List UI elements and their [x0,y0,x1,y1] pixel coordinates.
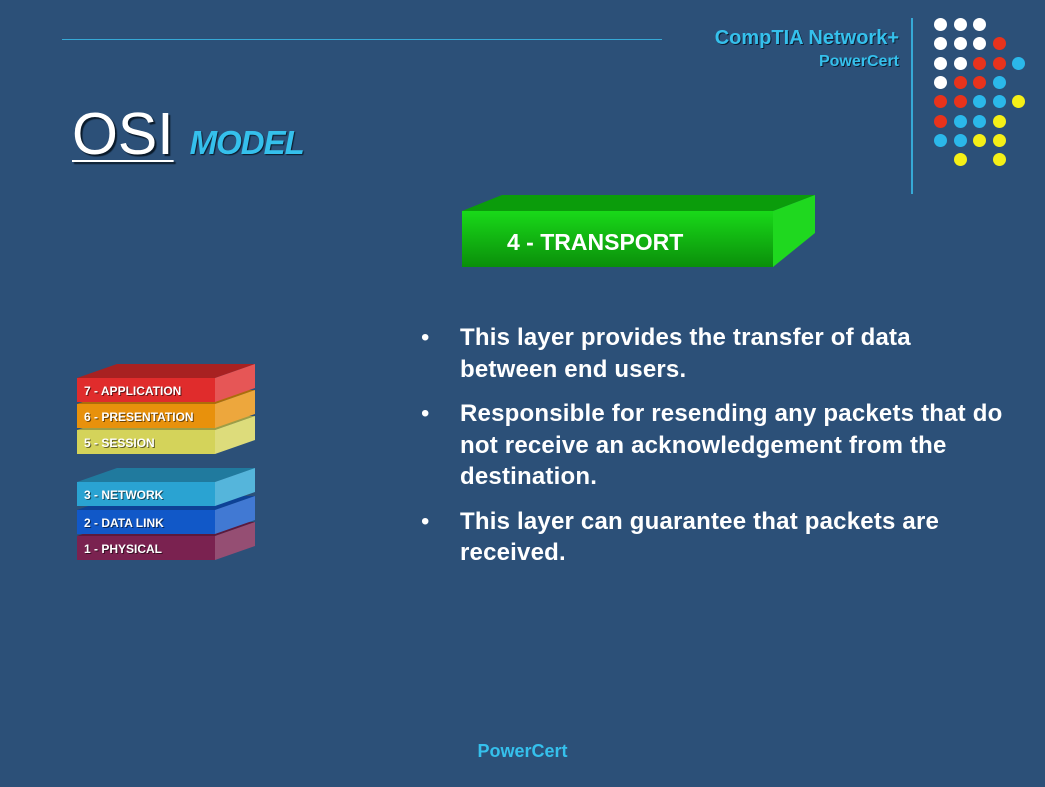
decorative-dot [973,133,986,147]
bullet-mark: • [421,400,430,427]
title-osi: OSI [72,101,174,167]
decorative-dot [953,56,967,70]
decorative-dot [934,133,947,147]
layer-label: 3 - NETWORK [84,488,164,502]
bullet-text: This layer can guarantee that packets ar… [460,507,940,567]
decorative-dot [953,18,967,31]
decorative-dot [973,95,986,109]
decorative-dot [934,75,947,89]
decorative-dot [973,75,986,89]
layer-slab-front [77,430,215,454]
decorative-dot [973,114,986,128]
layer-label: 6 - PRESENTATION [84,410,194,424]
decorative-dot [992,153,1006,167]
brand-title: CompTIA Network+ [714,27,899,49]
decorative-dot [992,75,1006,89]
bullet-item: • Responsible for resending any packets t… [421,398,1011,493]
layer-slab-side [215,496,255,534]
layer-slab-top [77,364,255,378]
decorative-dot [953,37,967,51]
decorative-dot [973,18,986,31]
decorative-dot [973,37,986,51]
top-rule [62,39,662,40]
osi-layer-stack: 7 - APPLICATION 6 - PRESENTATION 5 - SESSI… [76,360,258,566]
decorative-dot [934,18,947,31]
layer-slab-side [215,522,255,560]
layer-slab-front [77,536,215,560]
layer-label: 5 - SESSION [84,436,155,450]
decorative-dot [953,75,967,89]
bullet-mark: • [421,324,430,351]
layer-label: 7 - APPLICATION [84,384,182,398]
layer-slab-top [77,468,255,482]
decorative-dot [1012,95,1025,109]
bullet-mark: • [421,507,430,535]
footer-brand: PowerCert [477,741,568,761]
brand-subtitle: PowerCert [818,53,899,70]
osi-layer-stack-graphic [77,364,255,560]
current-layer-top [462,195,815,211]
bullet-item: • This layer can guarantee that packets a… [421,506,1011,569]
layer-slab-side [215,390,255,428]
decorative-dot [934,95,947,109]
decorative-dot [992,133,1006,147]
decorative-dots [930,15,1030,175]
decorative-dot [973,56,986,70]
current-layer-front [462,211,773,267]
decorative-dot [934,114,947,128]
layer-slab-side [215,416,255,454]
layer-slab-side [215,468,255,506]
layer-label: 1 - PHYSICAL [84,542,163,556]
decorative-dot [934,56,947,70]
layer-slab-front [77,482,215,506]
decorative-dot [992,37,1006,51]
current-layer-box [462,195,815,267]
decorative-dot [992,114,1006,128]
decorative-dot [953,133,967,147]
bullet-list: • This layer provides the transfer of dat… [421,322,1011,582]
decorative-dot [992,95,1006,109]
bullet-item: • This layer provides the transfer of dat… [421,322,1011,385]
decorative-dot [992,56,1006,70]
decorative-dot [953,114,967,128]
decorative-dot [953,95,967,109]
decorative-dot [1012,56,1025,70]
layer-slab-front [77,378,215,402]
vertical-rule [911,18,913,194]
decorative-dot [953,153,967,167]
title-model: MODEL [189,124,305,161]
bullet-text: Responsible for resending any packets th… [460,400,1003,490]
current-layer-block: 4 - TRANSPORT [460,193,816,269]
layer-slab-front [77,510,215,534]
layer-label: 2 - DATA LINK [84,516,164,530]
decorative-dot [934,37,947,51]
current-layer-side [773,195,815,267]
layer-slab-front [77,404,215,428]
current-layer-label: 4 - TRANSPORT [507,229,684,255]
layer-slab-side [215,364,255,402]
slide-title: OSI MODEL [72,100,305,168]
bullet-text: This layer provides the transfer of data… [460,324,911,383]
